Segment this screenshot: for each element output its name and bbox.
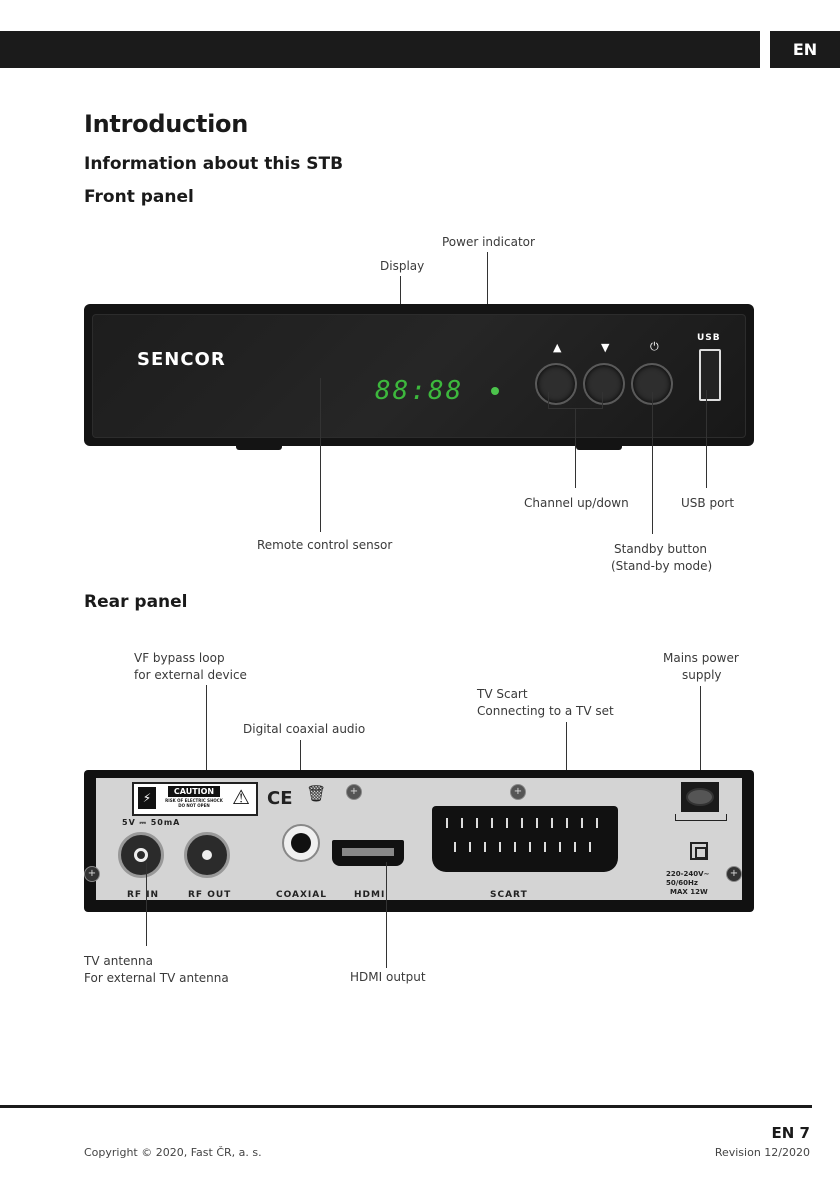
callout-display: Display xyxy=(380,259,425,273)
power-cord xyxy=(686,788,714,806)
screw-icon: + xyxy=(346,784,362,800)
lightning-icon: ⚡ xyxy=(138,787,156,809)
usb-label: USB xyxy=(697,333,721,343)
stb-rear-panel: ⚡ CAUTION RISK OF ELECTRIC SHOCK DO NOT … xyxy=(84,770,754,912)
rear-panel-heading: Rear panel xyxy=(84,592,188,612)
copyright: Copyright © 2020, Fast ČR, a. s. xyxy=(84,1146,262,1159)
caution-title: CAUTION xyxy=(168,786,220,797)
screw-icon: + xyxy=(84,866,100,882)
mains-rating-freq: 50/60Hz xyxy=(666,879,698,887)
revision: Revision 12/2020 xyxy=(714,1146,810,1159)
leader-remote-sensor xyxy=(320,378,321,532)
scart-pins-top xyxy=(446,818,604,828)
channel-down-button[interactable] xyxy=(583,363,625,405)
foot-left xyxy=(236,442,282,450)
label-coaxial: COAXIAL xyxy=(276,890,327,900)
power-rating: 5V ⎓ 50mA xyxy=(122,818,181,827)
leader-standby xyxy=(652,392,653,534)
coaxial-port[interactable] xyxy=(282,824,320,862)
usb-port[interactable] xyxy=(699,349,721,401)
callout-standby: Standby button xyxy=(614,542,708,556)
scart-port[interactable] xyxy=(432,806,618,872)
leader-ch-left xyxy=(548,392,549,408)
page-number: EN 7 xyxy=(771,1124,810,1142)
weee-bin-icon: 🗑 xyxy=(306,784,327,803)
rf-out-port[interactable] xyxy=(184,832,230,878)
caution-subtext: RISK OF ELECTRIC SHOCK DO NOT OPEN xyxy=(165,798,223,808)
brand-logo: SENCOR xyxy=(137,349,226,370)
screw-icon: + xyxy=(510,784,526,800)
rear-plate: ⚡ CAUTION RISK OF ELECTRIC SHOCK DO NOT … xyxy=(96,778,742,900)
callout-scart-connect: Connecting to a TV set xyxy=(477,704,614,718)
label-rf-out: RF OUT xyxy=(188,890,232,900)
callout-external-antenna: For external TV antenna xyxy=(84,971,229,985)
hdmi-pins xyxy=(342,848,394,856)
callout-coaxial: Digital coaxial audio xyxy=(243,722,366,736)
rf-out-pin xyxy=(202,850,212,860)
label-rf-in: RF IN xyxy=(127,890,160,900)
language-tab: EN xyxy=(770,31,840,68)
label-scart: SCART xyxy=(490,890,528,900)
callout-tv-scart: TV Scart xyxy=(477,687,528,701)
rf-in-pin xyxy=(134,848,148,862)
callout-tv-antenna: TV antenna xyxy=(84,954,153,968)
section-subtitle: Information about this STB xyxy=(84,154,344,174)
front-bezel: SENCOR 88:88 ▲ ▼ ⏻ USB xyxy=(92,314,746,438)
coaxial-hole xyxy=(291,833,311,853)
callout-vf-loop: VF bypass loop xyxy=(134,651,225,665)
arrow-down-icon: ▼ xyxy=(601,341,610,354)
callout-standby-mode: (Stand-by mode) xyxy=(611,559,713,573)
page-title: Introduction xyxy=(84,110,248,138)
foot-right xyxy=(576,442,622,450)
leader-ch-right xyxy=(602,392,603,408)
leader-rf-in xyxy=(146,862,147,946)
label-hdmi: HDMI xyxy=(354,890,386,900)
channel-up-button[interactable] xyxy=(535,363,577,405)
leader-usb xyxy=(706,390,707,488)
leader-hdmi xyxy=(386,862,387,968)
double-insulation-icon xyxy=(690,842,708,860)
scart-pins-bottom xyxy=(454,842,596,852)
ce-mark-icon: CE xyxy=(267,788,293,809)
screw-icon: + xyxy=(726,866,742,882)
hdmi-port[interactable] xyxy=(332,840,404,866)
power-icon: ⏻ xyxy=(650,340,659,353)
callout-remote-sensor: Remote control sensor xyxy=(257,538,393,552)
power-cord-inlet[interactable] xyxy=(681,782,719,812)
leader-rf-out xyxy=(206,685,207,850)
stb-front-panel: SENCOR 88:88 ▲ ▼ ⏻ USB xyxy=(84,304,754,450)
footer-rule xyxy=(0,1105,812,1108)
mains-rating-volt: 220-240V~ xyxy=(666,870,710,878)
callout-mains-supply: supply xyxy=(682,668,722,682)
power-led xyxy=(491,387,499,395)
led-display: 88:88 xyxy=(375,376,464,406)
callout-power-indicator: Power indicator xyxy=(442,235,535,249)
leader-mains xyxy=(700,686,701,784)
callout-usb-port: USB port xyxy=(681,496,735,510)
callout-vf-device: for external device xyxy=(134,668,247,682)
arrow-up-icon: ▲ xyxy=(553,341,562,354)
rf-in-port[interactable] xyxy=(118,832,164,878)
callout-hdmi-output: HDMI output xyxy=(350,970,426,984)
front-panel-heading: Front panel xyxy=(84,187,194,207)
callout-channel: Channel up/down xyxy=(524,496,629,510)
header-bar xyxy=(0,31,760,68)
leader-channel xyxy=(575,408,576,488)
warning-icon: ⚠ xyxy=(232,785,250,809)
mains-rating-watt: MAX 12W xyxy=(670,888,708,896)
cord-bracket xyxy=(675,814,727,821)
caution-label: ⚡ CAUTION RISK OF ELECTRIC SHOCK DO NOT … xyxy=(132,782,258,816)
callout-mains: Mains power xyxy=(663,651,739,665)
